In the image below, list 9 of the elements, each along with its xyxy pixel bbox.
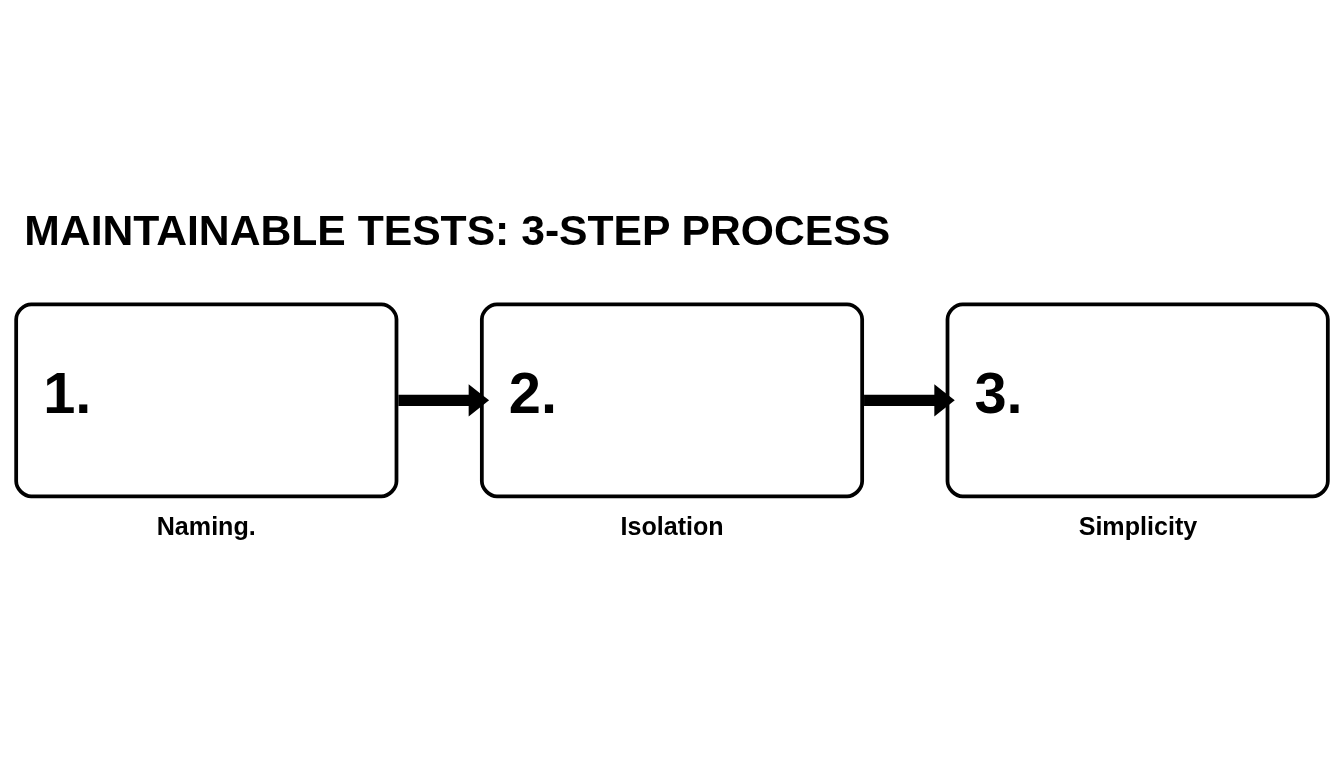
node-label: Isolation (620, 511, 724, 540)
node-label: Naming. (156, 511, 256, 540)
node-box: 3. (945, 302, 1330, 499)
node-box: 2. (479, 302, 865, 499)
node-label: Simplicity (1078, 511, 1198, 540)
arrow (398, 384, 490, 417)
arrow (864, 384, 955, 417)
node-box: 1. (14, 302, 399, 499)
diagram-title: MAINTAINABLE TESTS: 3-STEP PROCESS (24, 205, 891, 254)
